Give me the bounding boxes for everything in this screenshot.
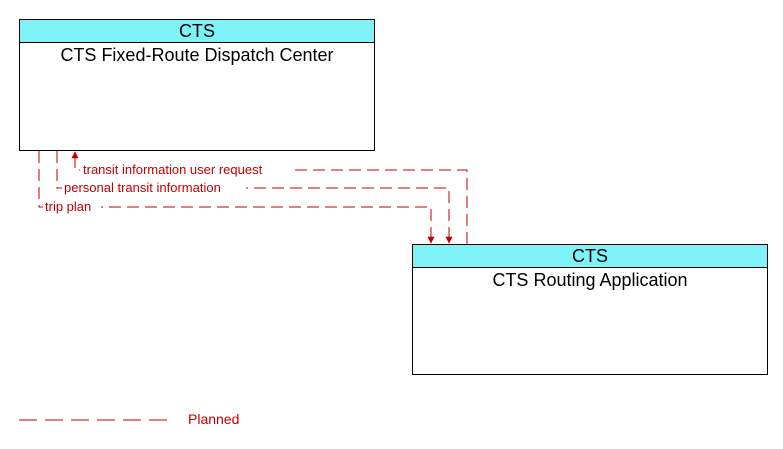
routing-application-name: CTS Routing Application — [492, 270, 688, 290]
dispatch-center-group-label: CTS — [20, 20, 374, 43]
dispatch-center-name: CTS Fixed-Route Dispatch Center — [60, 45, 334, 65]
routing-application-group-label: CTS — [413, 245, 767, 268]
flow-line-personal-transit-information — [56, 151, 453, 244]
flow-personal-transit-information[interactable]: personal transit information — [56, 151, 453, 244]
routing-application-node[interactable]: CTS CTS Routing Application — [412, 244, 768, 375]
flow-line-trip-plan — [38, 151, 435, 244]
flow-trip-plan[interactable]: trip plan — [38, 151, 435, 244]
dispatch-center-node[interactable]: CTS CTS Fixed-Route Dispatch Center — [19, 19, 375, 151]
flow-label-personal-transit-information: personal transit information — [64, 180, 221, 195]
flow-transit-information-user-request[interactable]: transit information user request — [71, 151, 468, 244]
legend-planned-label: Planned — [188, 411, 240, 427]
flow-label-trip-plan: trip plan — [45, 199, 91, 214]
flow-label-transit-information-user-request: transit information user request — [83, 162, 263, 177]
